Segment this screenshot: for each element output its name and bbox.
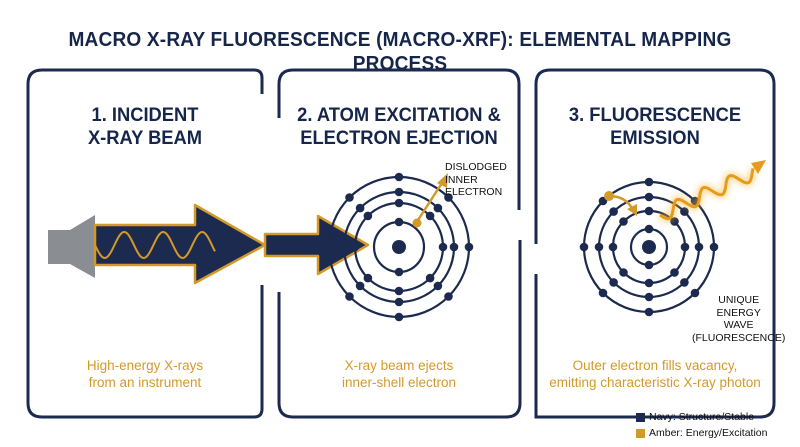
electron [394,267,404,277]
atom-fluorescence [579,177,719,317]
electron [464,242,474,252]
electron [670,268,679,277]
nucleus [642,240,656,254]
electron [709,242,719,252]
electron [394,172,404,182]
legend-navy-swatch [636,413,645,422]
electron [644,206,654,216]
electron [394,198,404,208]
fluorescence-wave [659,168,755,221]
electron [644,307,654,317]
electron [433,281,443,291]
electron [444,292,453,301]
electron [644,224,654,234]
transitioning-electron [604,191,614,201]
electron [619,268,628,277]
panel-1-title: 1. INCIDENT X-RAY BEAM [87,104,203,149]
dislodged-electron-label: DISLODGED INNER ELECTRON [445,161,507,198]
electron [680,207,689,216]
panel-3-frame [534,68,776,419]
legend-navy-label: Navy: Structure/Stable [649,411,755,423]
electron [394,312,404,322]
electron [444,193,453,202]
electron [394,187,404,197]
unique-energy-wave-label: UNIQUE ENERGY WAVE (FLUORESCENCE) [692,294,786,344]
electron [355,203,365,213]
legend-amber-label: Amber: Energy/Excitation [649,427,768,439]
electron [363,273,373,283]
electron [619,217,628,226]
electron [449,242,459,252]
fluorescence-arrowhead [751,160,766,174]
electron [394,286,404,296]
electron [644,177,654,187]
electron [644,192,654,202]
legend-amber: Amber: Energy/Excitation [649,427,767,439]
incident-arrow-1 [93,203,267,285]
electron [433,203,443,213]
electron [345,292,354,301]
electron [355,281,365,291]
electron [324,242,334,252]
electron [579,242,589,252]
electron [608,242,618,252]
ejected-electron [412,218,422,228]
electron [644,278,654,288]
legend-navy: Navy: Structure/Stable [649,411,754,423]
electron [594,242,604,252]
transition-arrowhead [627,204,637,216]
electron [363,211,373,221]
electron [345,193,354,202]
electron [350,242,360,252]
electron [425,273,435,283]
panel-1-caption: High-energy X-rays from an instrument [86,358,204,390]
nucleus [392,240,406,254]
electron [680,278,689,287]
panel-2-frame [277,68,522,419]
electron [394,297,404,307]
electron [680,242,690,252]
ejection-arrowhead [437,173,448,188]
xray-source-icon [48,215,95,278]
legend-amber-swatch [636,429,645,438]
incident-arrow-2 [263,214,370,276]
electron [694,242,704,252]
xray-wave-coil [94,230,216,260]
panel-1-frame [26,68,264,419]
electron [644,260,654,270]
ejected-electron-path [416,182,444,221]
electron [394,217,404,227]
panel-2-caption: X-ray beam ejects inner-shell electron [341,358,457,390]
electron [644,292,654,302]
panel-3-caption: Outer electron fills vacancy, emitting c… [549,358,761,390]
panel-3-title: 3. FLUORESCENCE EMISSION [568,104,742,149]
electron [425,211,435,221]
panel-2-title: 2. ATOM EXCITATION & ELECTRON EJECTION [297,104,501,149]
atom-excitation [324,172,474,322]
electron [609,278,618,287]
electron [438,242,448,252]
electron [598,288,608,298]
electron [690,288,700,298]
electron [609,207,618,216]
electron [339,242,349,252]
